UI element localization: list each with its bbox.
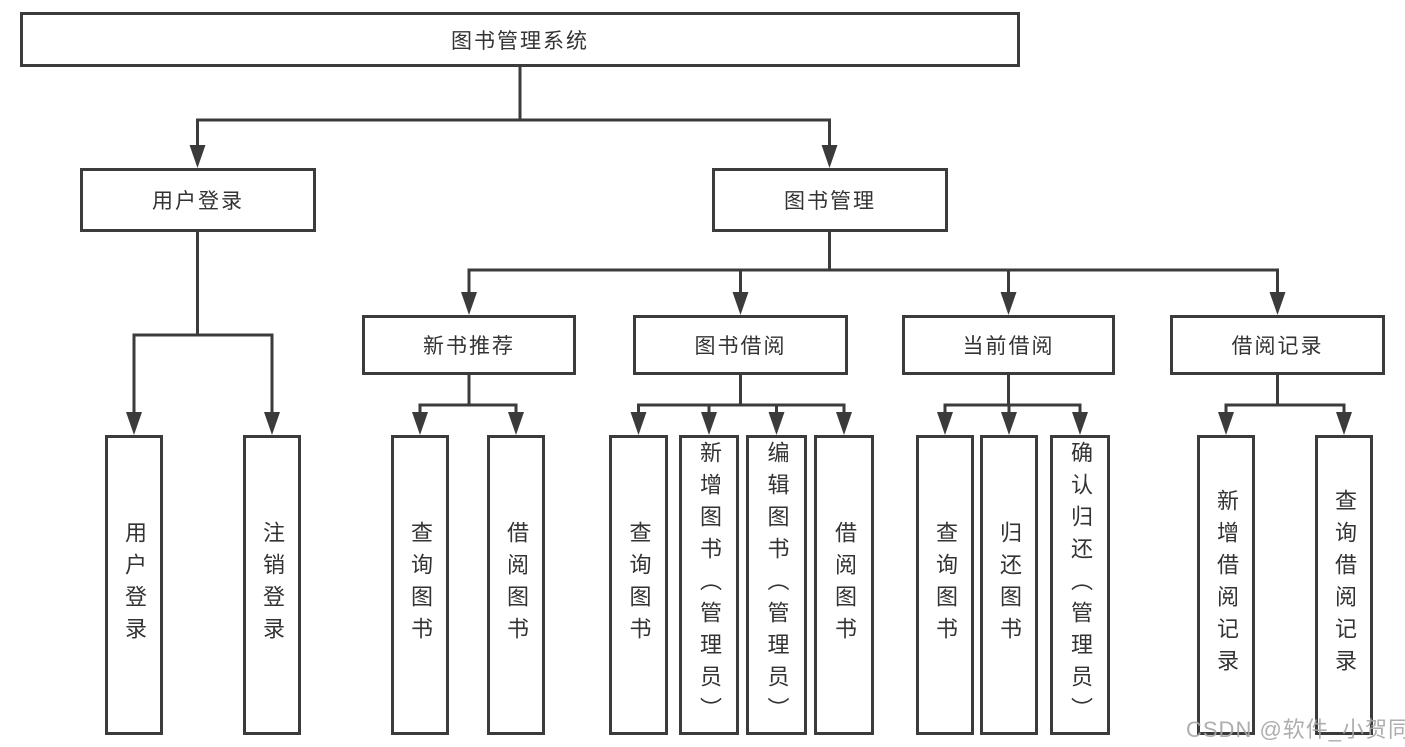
leaf-newbooks-query-books: 查询图书 [391, 435, 449, 735]
leaf-newbooks-borrow-books-label: 借阅图书 [504, 521, 529, 649]
leaf-logout: 注销登录 [243, 435, 301, 735]
leaf-borrowing-add-books-admin: 新增图书（管理员） [679, 435, 739, 735]
node-new-book-recommend-label: 新书推荐 [423, 335, 515, 358]
leaf-user-login-label: 用户登录 [122, 521, 147, 649]
leaf-current-confirm-return-admin: 确认归还（管理员） [1050, 435, 1110, 735]
node-user-login-label: 用户登录 [152, 190, 244, 213]
node-borrowing-records-label: 借阅记录 [1231, 335, 1324, 358]
leaf-records-add-record-label: 新增借阅记录 [1214, 489, 1239, 681]
node-book-borrowing-label: 图书借阅 [694, 335, 787, 358]
node-current-borrowing-label: 当前借阅 [962, 335, 1055, 358]
leaf-logout-label: 注销登录 [260, 521, 285, 649]
leaf-current-query-books: 查询图书 [916, 435, 974, 735]
leaf-records-add-record: 新增借阅记录 [1197, 435, 1255, 735]
leaf-current-return-books: 归还图书 [980, 435, 1038, 735]
leaf-borrowing-borrow-books-label: 借阅图书 [832, 521, 857, 649]
leaf-user-login: 用户登录 [105, 435, 163, 735]
leaf-borrowing-query-books-label: 查询图书 [626, 521, 652, 649]
leaf-newbooks-query-books-label: 查询图书 [408, 521, 433, 649]
leaf-borrowing-edit-books-admin-label: 编辑图书（管理员） [764, 441, 790, 729]
node-new-book-recommend: 新书推荐 [362, 315, 576, 375]
leaf-borrowing-query-books: 查询图书 [609, 435, 668, 735]
leaf-records-query-record: 查询借阅记录 [1315, 435, 1373, 735]
csdn-watermark: CSDN @软件_小贺同学 [1186, 717, 1405, 742]
leaf-borrowing-borrow-books: 借阅图书 [814, 435, 874, 735]
node-book-borrowing: 图书借阅 [633, 315, 848, 375]
node-user-login: 用户登录 [80, 168, 316, 232]
leaf-borrowing-add-books-admin-label: 新增图书（管理员） [697, 441, 722, 729]
leaf-current-confirm-return-admin-label: 确认归还（管理员） [1068, 441, 1093, 729]
node-root-label: 图书管理系统 [451, 29, 589, 53]
node-current-borrowing: 当前借阅 [902, 315, 1115, 375]
leaf-records-query-record-label: 查询借阅记录 [1332, 489, 1357, 681]
node-root: 图书管理系统 [20, 12, 1020, 67]
node-book-management-label: 图书管理 [784, 190, 876, 213]
node-book-management: 图书管理 [712, 168, 948, 232]
node-borrowing-records: 借阅记录 [1170, 315, 1385, 375]
leaf-newbooks-borrow-books: 借阅图书 [487, 435, 545, 735]
leaf-borrowing-edit-books-admin: 编辑图书（管理员） [746, 435, 807, 735]
leaf-current-query-books-label: 查询图书 [933, 521, 958, 649]
leaf-current-return-books-label: 归还图书 [997, 521, 1022, 649]
